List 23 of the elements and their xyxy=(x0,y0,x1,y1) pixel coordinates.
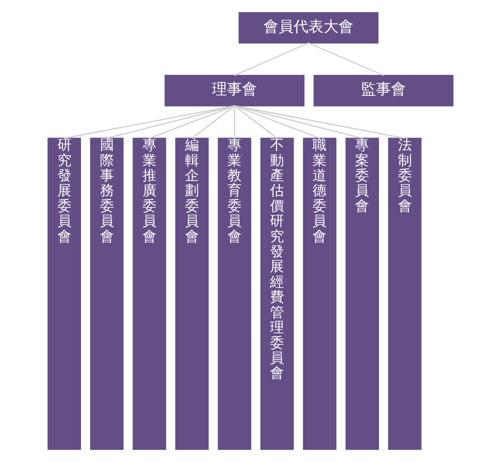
connector xyxy=(308,42,384,76)
node-box: 專業教育委員會 xyxy=(217,138,251,450)
connector xyxy=(234,105,404,139)
connector xyxy=(234,105,320,139)
node-box: 理事會 xyxy=(164,74,304,106)
node-box: 監事會 xyxy=(313,74,453,106)
connector xyxy=(64,105,234,139)
connector xyxy=(234,42,308,76)
connector xyxy=(234,105,362,139)
connector xyxy=(106,105,234,139)
node-box: 法制委員會 xyxy=(388,138,422,450)
node-box: 職業道德委員會 xyxy=(302,138,336,450)
node-box: 國際事務委員會 xyxy=(90,138,124,450)
node-box: 專案委員會 xyxy=(345,138,378,450)
node-box: 會員代表大會 xyxy=(238,12,378,44)
node-box: 不動產估價研究發展經費管理委員會 xyxy=(260,138,294,450)
connector xyxy=(148,105,234,139)
node-box: 編輯企劃委員會 xyxy=(174,138,208,450)
connector xyxy=(191,105,234,139)
node-box: 專業推廣委員會 xyxy=(132,138,166,450)
connector xyxy=(233,106,235,138)
connector xyxy=(234,105,277,139)
node-box: 研究發展委員會 xyxy=(47,138,80,450)
